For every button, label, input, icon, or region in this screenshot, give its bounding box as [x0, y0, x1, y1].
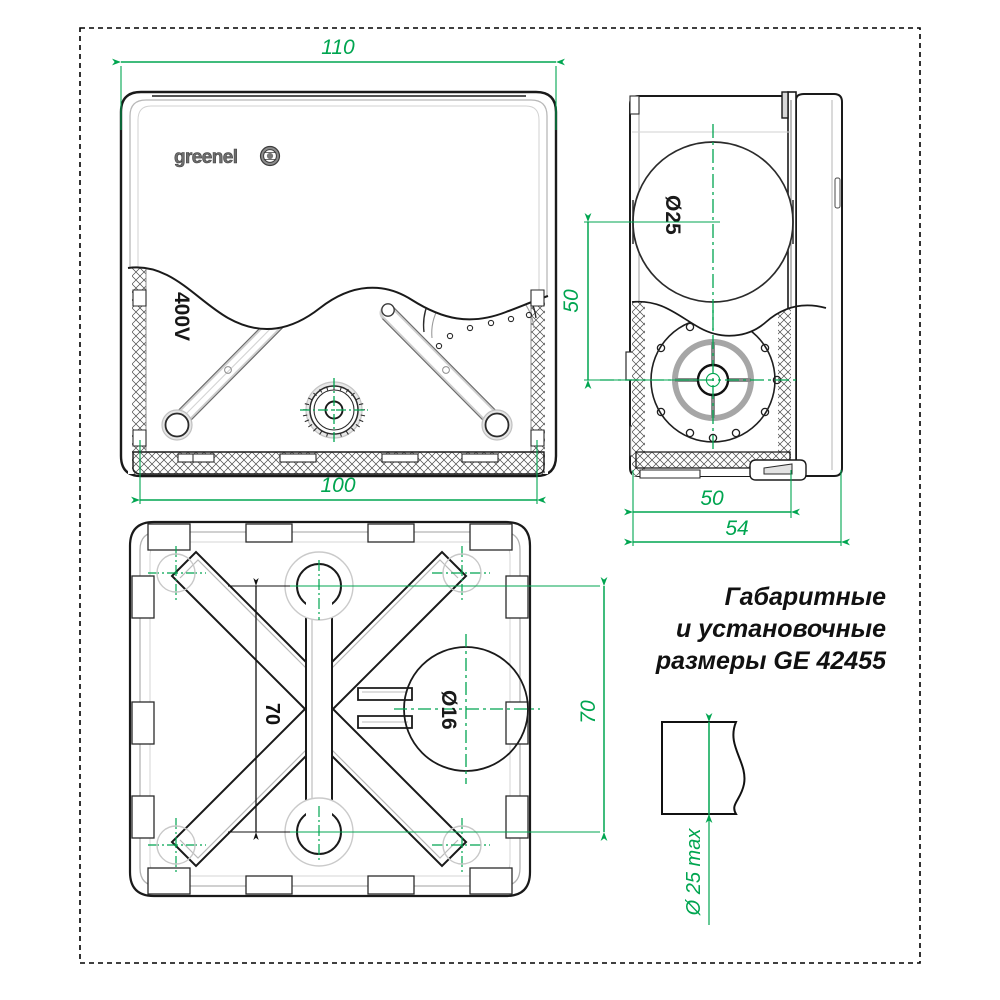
detail-view: Ø 25 max [661, 713, 746, 925]
front-rib-slot-right [379, 303, 507, 433]
plan-centre-slot [305, 595, 333, 823]
front-mount-hole-left [161, 409, 193, 441]
side-bottom-rim [635, 451, 807, 481]
plan-rib-structure [170, 550, 468, 868]
brand-wordmark-outline: greenel [174, 147, 237, 168]
dim-54-label: 54 [725, 517, 748, 540]
dim-110-label: 110 [321, 36, 355, 59]
dim-50-horizontal: 50 [624, 487, 800, 516]
side-view: Ø25 [560, 91, 850, 546]
front-left-wall-hatch [132, 267, 146, 474]
side-lid-slab [795, 93, 843, 477]
detail-conduit-profile [661, 721, 746, 815]
dim-d25-label: Ø25 [661, 195, 684, 235]
front-view: greenel greenel 400V 110 [112, 36, 565, 504]
dim-110: 110 [112, 36, 565, 66]
front-break-line [127, 266, 549, 330]
side-left-wall-hatch [632, 301, 645, 476]
plan-view: Ø16 70 70 [128, 520, 608, 898]
front-mount-hole-right [481, 409, 513, 441]
title-block: Габаритные и установочные размеры GE 424… [655, 583, 887, 675]
front-bottom-rim [132, 451, 545, 475]
title-line-2: и установочные [676, 615, 886, 643]
dim-70-green-label: 70 [577, 700, 600, 724]
plan-corner-notches [131, 523, 529, 895]
side-lid-notch [834, 177, 841, 209]
brand-logo: greenel greenel [174, 145, 281, 168]
front-side-lugs [132, 289, 545, 447]
plan-right-stub-slots [357, 687, 413, 729]
dim-100-label: 100 [320, 474, 355, 497]
dim-70-green: 70 [577, 577, 608, 841]
front-knockout-centremark [300, 378, 368, 442]
dim-d16-label: Ø16 [437, 690, 460, 730]
title-line-3: размеры GE 42455 [655, 647, 887, 675]
dim-70-black-label: 70 [261, 703, 283, 725]
dim-25max-label: Ø 25 max [683, 828, 705, 917]
plan-knockout-16-centremark [394, 634, 540, 784]
plan-corner-bosses [156, 553, 482, 865]
dim-54: 54 [624, 517, 850, 546]
front-cutaway-body [128, 267, 548, 474]
plan-keyhole-centremarks [290, 560, 600, 862]
drawing-frame [79, 27, 921, 964]
dim-25max: Ø 25 max [683, 713, 713, 925]
title-line-1: Габаритные [725, 583, 887, 611]
front-ext-lines-110 [120, 66, 557, 130]
dim-50-vertical: 50 [560, 213, 720, 389]
voltage-marking: 400V [170, 292, 193, 341]
dim-100: 100 [131, 474, 546, 504]
dim-50-vertical-label: 50 [560, 289, 583, 313]
front-right-wall-hatch [531, 267, 545, 474]
front-ext-lines-100 [139, 440, 538, 504]
dim-50-horizontal-label: 50 [700, 487, 724, 510]
registered-circle-icon [259, 145, 281, 167]
dim-70-black: 70 [228, 578, 290, 840]
side-right-wall-hatch [778, 301, 791, 476]
brand-wordmark: greenel [174, 147, 237, 168]
side-break-line [631, 300, 827, 337]
